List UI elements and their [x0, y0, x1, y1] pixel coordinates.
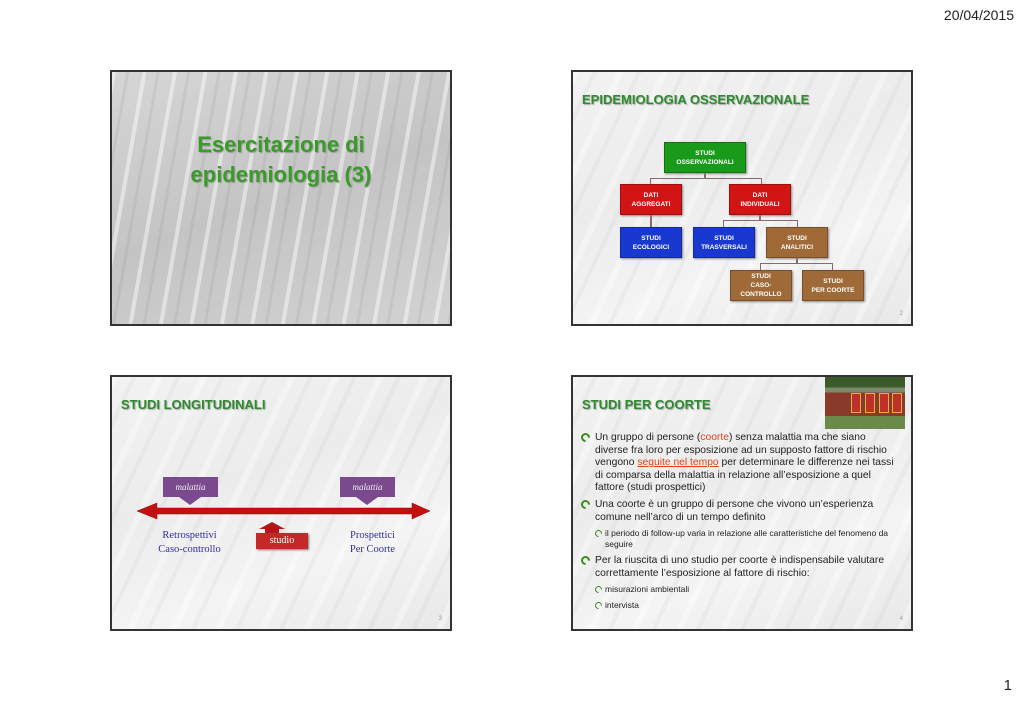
- label-line: Per Coorte: [349, 544, 396, 555]
- connector: [650, 178, 651, 184]
- box-label: STUDI: [641, 234, 661, 242]
- box-label: TRASVERSALI: [701, 243, 747, 251]
- text: misurazioni ambientali: [605, 584, 690, 595]
- bullet-icon: [593, 584, 604, 595]
- connector: [832, 263, 833, 270]
- slide-title: EPIDEMIOLOGIA OSSERVAZIONALE: [582, 92, 810, 107]
- slide-number: 2: [899, 311, 903, 317]
- slide-title: STUDI LONGITUDINALI: [121, 397, 266, 412]
- box-label: ANALITICI: [780, 243, 814, 251]
- box-label: DATI: [752, 191, 768, 199]
- roman-soldiers-photo: [825, 377, 905, 429]
- connector: [760, 263, 833, 264]
- connector: [723, 220, 724, 227]
- title-line: epidemiologia (3): [190, 162, 372, 187]
- label-line: Caso-controllo: [158, 544, 221, 555]
- slide-number: 4: [899, 616, 903, 622]
- slide-1[interactable]: Esercitazione di epidemiologia (3): [110, 70, 452, 326]
- box-label: AGGREGATI: [631, 200, 671, 208]
- connector: [796, 257, 798, 264]
- connector: [704, 172, 706, 179]
- box-label: INDIVIDUALI: [740, 200, 780, 208]
- text: Un gruppo di persone (: [595, 432, 701, 443]
- box-label: STUDI: [714, 234, 734, 242]
- bullet-icon: [593, 600, 604, 611]
- slide-title: Esercitazione di epidemiologia (3): [112, 130, 450, 190]
- text: Per la riuscita di uno studio per coorte…: [595, 555, 885, 579]
- sub-bullet-item: il periodo di follow-up varia in relazio…: [581, 528, 901, 550]
- box-studi-caso-controllo: STUDI CASO-CONTROLLO: [730, 270, 792, 301]
- bullet-icon: [579, 431, 592, 444]
- sub-bullet-item: misurazioni ambientali: [581, 584, 901, 595]
- box-label: PER COORTE: [811, 286, 855, 294]
- header-date: 20/04/2015: [943, 7, 1014, 23]
- title-line: Esercitazione di: [197, 132, 365, 157]
- bullet-item: Un gruppo di persone (coorte) senza mala…: [579, 431, 901, 495]
- bullet-list: Un gruppo di persone (coorte) senza mala…: [579, 431, 901, 616]
- text: ) senza malattia ma che siano diverse fr…: [595, 432, 887, 469]
- text: Una coorte è un gruppo di persone che vi…: [595, 498, 874, 523]
- text: intervista: [605, 600, 640, 611]
- text: per determinare le differenze nei tassi …: [595, 457, 894, 494]
- box-label: ECOLOGICI: [632, 243, 670, 251]
- text: il periodo di follow-up varia in relazio…: [605, 528, 889, 550]
- bullet-item: Per la riuscita di uno studio per coorte…: [579, 554, 901, 580]
- bullet-icon: [593, 528, 604, 539]
- timeline-arrow: [136, 502, 431, 537]
- bullet-item: Una coorte è un gruppo di persone che vi…: [579, 498, 901, 524]
- bullet-icon: [579, 498, 592, 511]
- slide-3[interactable]: STUDI LONGITUDINALI malattia malattia st…: [110, 375, 452, 631]
- slide-4[interactable]: STUDI PER COORTE Un gruppo di persone (c…: [571, 375, 913, 631]
- connector: [759, 214, 761, 221]
- highlight-text: seguite nel tempo: [637, 457, 719, 469]
- highlight-text: coorte: [700, 432, 729, 443]
- page-number: 1: [1003, 677, 1012, 694]
- box-label: STUDI: [695, 149, 715, 157]
- label-line: Retrospettivi: [162, 530, 217, 541]
- connector: [723, 220, 798, 221]
- malattia-box-left: malattia: [163, 477, 218, 505]
- connector: [761, 178, 762, 184]
- bullet-icon: [579, 554, 592, 568]
- box-label: CASO-CONTROLLO: [740, 282, 782, 298]
- slide-title: STUDI PER COORTE: [582, 397, 711, 412]
- connector: [650, 178, 762, 179]
- sub-bullet-item: intervista: [581, 600, 901, 611]
- box-label: OSSERVAZIONALI: [676, 158, 734, 166]
- studio-box: studio: [256, 533, 308, 549]
- label-line: Prospettici: [350, 530, 395, 541]
- connector: [760, 263, 761, 270]
- box-label: STUDI: [823, 277, 843, 285]
- connector: [650, 214, 652, 227]
- connector: [797, 220, 798, 227]
- box-label: STUDI: [751, 273, 771, 280]
- slide-number: 3: [438, 616, 442, 622]
- box-label: DATI: [643, 191, 659, 199]
- box-label: STUDI: [787, 234, 807, 242]
- malattia-box-right: malattia: [340, 477, 395, 505]
